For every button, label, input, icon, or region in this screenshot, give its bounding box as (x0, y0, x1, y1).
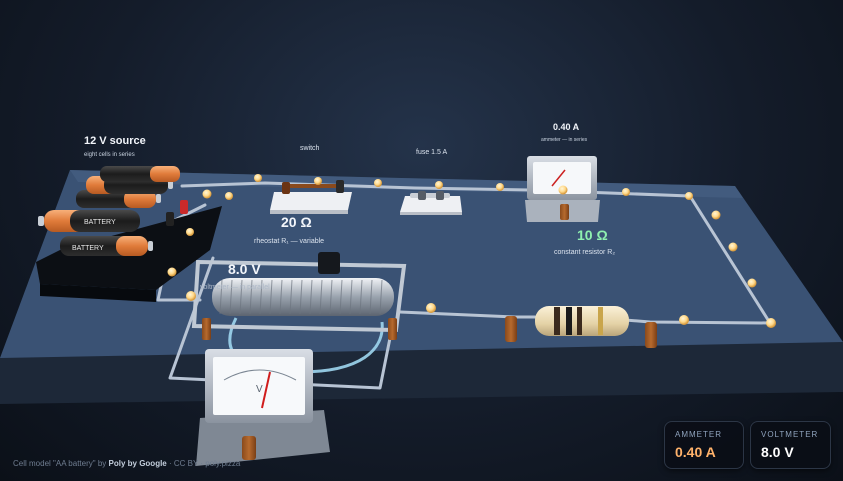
model-credit: Cell model "AA battery" by Poly by Googl… (13, 459, 240, 468)
voltmeter-readout-card: VOLTMETER 8.0 V (750, 421, 831, 469)
switch-label: switch (300, 145, 320, 152)
rheostat-value: 20 Ω (281, 214, 312, 230)
rheostat-description: rheostat R₁ — variable (254, 238, 325, 245)
battery-terminal-black (166, 212, 174, 226)
credit-suffix: · CC BY · poly.pizza (168, 459, 241, 468)
ammeter-caption: ammeter — in series (541, 137, 588, 143)
battery-label: BATTERY (72, 245, 104, 252)
battery-cell: BATTERY (38, 210, 140, 232)
ammeter (525, 156, 600, 222)
battery-terminal-red (180, 200, 188, 214)
fuse-label: fuse 1.5 A (416, 149, 448, 156)
voltmeter-dial-symbol: V (256, 384, 263, 395)
resistor-value: 10 Ω (577, 227, 608, 243)
resistor (505, 306, 657, 348)
ammeter-readout-value: 0.40 A (675, 444, 716, 460)
voltmeter-readout-value: 8.0 V (761, 444, 794, 460)
ammeter-readout-label: AMMETER (675, 430, 722, 439)
battery-cell (100, 166, 180, 182)
credit-author-link[interactable]: Poly by Google (108, 459, 167, 468)
credit-prefix: Cell model "AA battery" by (13, 459, 107, 468)
resistor-description: constant resistor R₂ (554, 249, 616, 256)
battery-cell (76, 190, 161, 208)
ammeter-readout-card: AMMETER 0.40 A (664, 421, 744, 469)
source-title: 12 V source (84, 135, 146, 147)
battery-pack: BATTERY BATTERY (36, 166, 222, 302)
current-beads (167, 174, 776, 328)
battery-cell: BATTERY (60, 236, 153, 256)
voltmeter-description: voltmeter — in parallel (200, 284, 270, 291)
battery-label: BATTERY (84, 219, 116, 226)
switch[interactable] (270, 180, 352, 214)
ammeter-top-reading: 0.40 A (553, 122, 580, 132)
rheostat-slider[interactable] (318, 252, 340, 274)
voltmeter-readout-label: VOLTMETER (761, 430, 819, 439)
rheostat[interactable] (191, 252, 407, 340)
source-subtitle: eight cells in series (84, 152, 135, 158)
voltmeter: V (196, 349, 330, 466)
voltmeter-value: 8.0 V (228, 261, 261, 277)
fuse (400, 191, 462, 215)
